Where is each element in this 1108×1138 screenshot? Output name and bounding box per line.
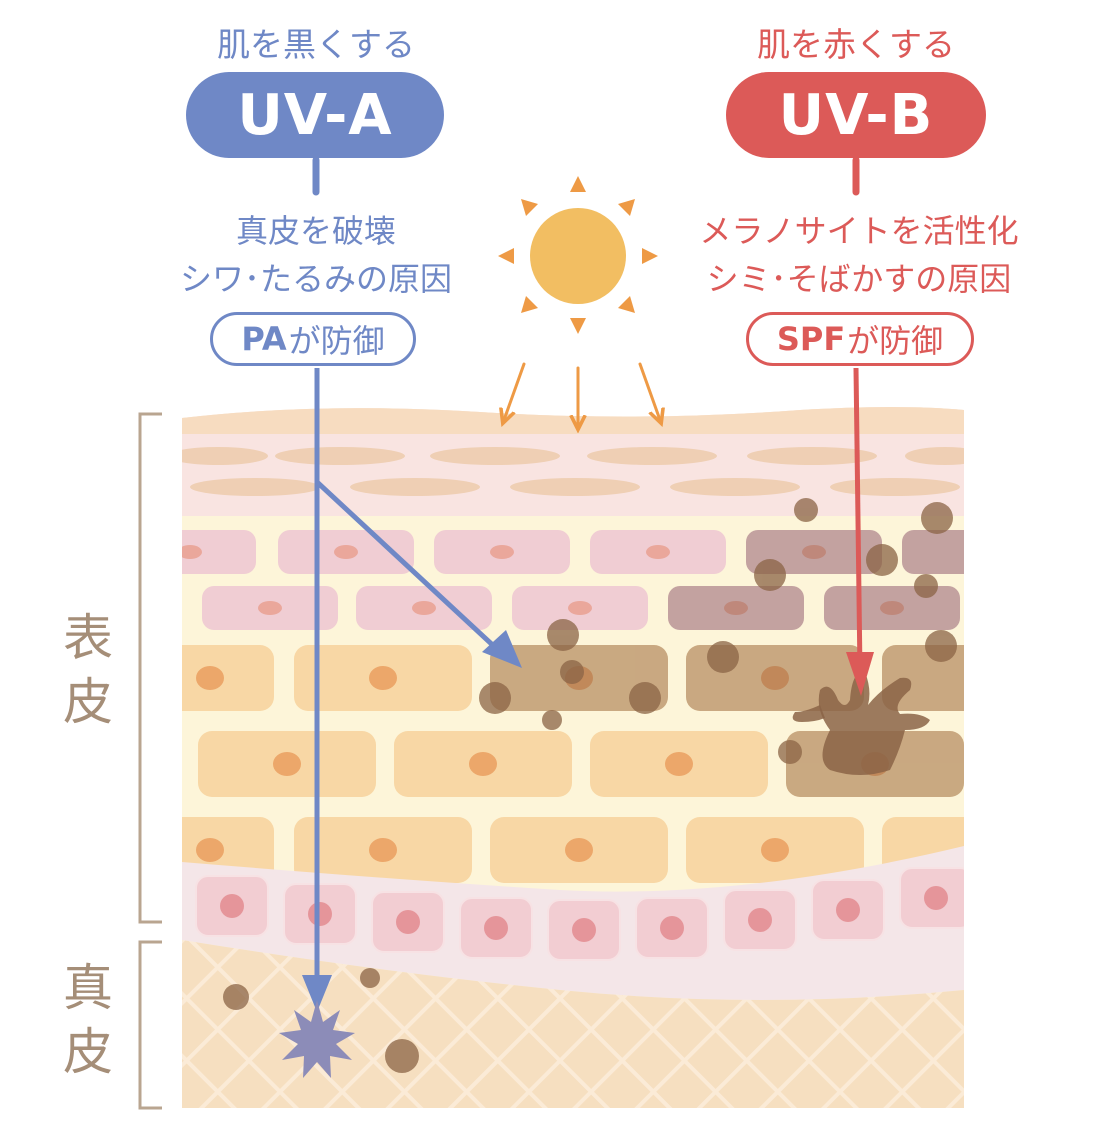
pa-protect-text: が防御 [288,322,385,360]
uva-badge: UV-A [186,72,444,158]
spf-label: SPF [776,320,846,358]
layer-brackets [138,412,162,1110]
uvb-effect-text: 肌を赤くする [757,25,955,64]
spf-protect-text: が防御 [847,322,944,360]
epidermis-label: 表皮 [63,609,113,731]
uvb-badge: UV-B [726,72,986,158]
uva-description-2: シワ･たるみの原因 [179,260,452,298]
uva-effect-text: 肌を黒くする [217,25,415,64]
skin-layers [182,407,964,1108]
pa-label: PA [241,320,287,358]
uvb-arrows [846,156,874,696]
damage-burst-icon [279,1000,355,1078]
uvb-description-1: メラノサイトを活性化 [699,212,1019,250]
dermis-label: 真皮 [63,959,113,1081]
uva-description-1: 真皮を破壊 [235,212,396,250]
uvb-description-2: シミ･そばかすの原因 [706,260,1012,298]
uva-arrows [279,156,522,1078]
sun-icon [498,176,660,426]
